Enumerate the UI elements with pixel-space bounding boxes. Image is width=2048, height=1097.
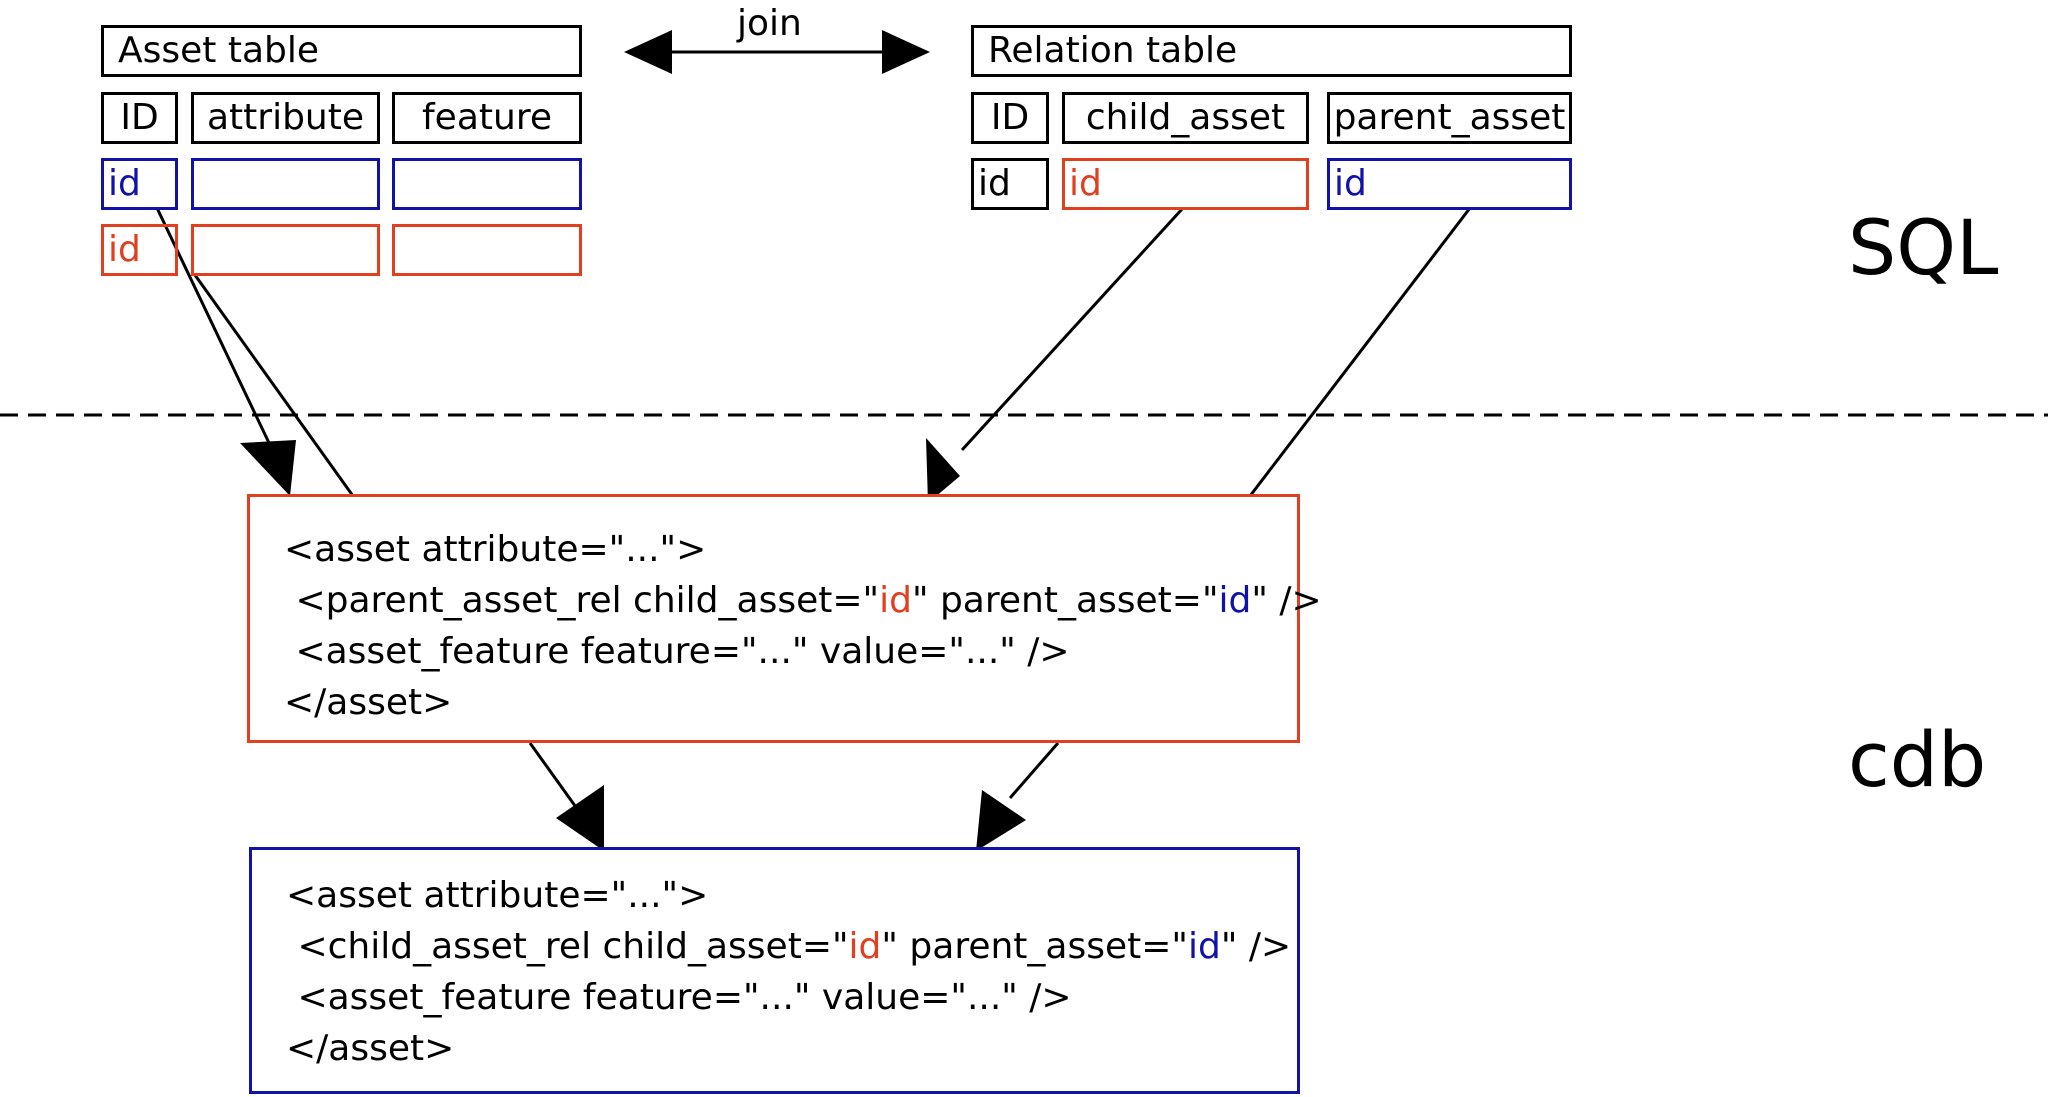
xml-child-line2-a: <child_asset_rel child_asset=" [286, 926, 849, 967]
asset-col-id: ID [101, 92, 178, 144]
relation-row-id: id [971, 158, 1049, 210]
arrowhead-asset-id-blue [240, 440, 296, 496]
xml-child-line2: <child_asset_rel child_asset="id" parent… [286, 929, 1291, 965]
xml-child-child-id: id [848, 926, 882, 967]
asset-row1-attribute [191, 158, 380, 210]
relation-col-child-asset: child_asset [1062, 92, 1309, 144]
xml-parent-line2-b: " parent_asset=" [911, 580, 1219, 621]
xml-parent-line2-a: <parent_asset_rel child_asset=" [284, 580, 880, 621]
connector-relation-child [960, 206, 1185, 452]
xml-parent-line2: <parent_asset_rel child_asset="id" paren… [284, 580, 1322, 621]
relation-table-title: Relation table [971, 25, 1572, 77]
xml-child-parent-id: id [1187, 926, 1221, 967]
connector-relation-parent [1248, 207, 1472, 497]
relation-col-id: ID [971, 92, 1049, 144]
relation-col-parent-asset: parent_asset [1327, 92, 1572, 144]
xml-child-line1: <asset attribute="..."> [286, 875, 709, 916]
xml-child-line2-b: " parent_asset=" [881, 926, 1188, 967]
asset-row1-feature [392, 158, 582, 210]
xml-child-line2-c: " /> [1220, 926, 1292, 967]
relation-row-parent-id: id [1327, 158, 1572, 210]
arrowhead-parent-to-child-left [556, 785, 604, 851]
connector-asset-attribute-red [193, 274, 355, 497]
asset-row2-attribute [191, 224, 380, 276]
section-label-cdb: cdb [1848, 715, 1987, 804]
asset-row2-id: id [101, 224, 178, 276]
xml-parent-parent-id: id [1218, 580, 1252, 621]
xml-parent-line2-c: " /> [1251, 580, 1322, 621]
asset-col-attribute: attribute [191, 92, 380, 144]
asset-col-feature: feature [392, 92, 582, 144]
join-arrowhead-left [624, 30, 672, 74]
xml-parent-line1: <asset attribute="..."> [284, 529, 707, 570]
asset-row1-id: id [101, 158, 178, 210]
section-label-sql: SQL [1848, 203, 1999, 292]
xml-child-box: <asset attribute="..."> <child_asset_rel… [249, 847, 1300, 1094]
xml-parent-line3: <asset_feature feature="..." value="..."… [284, 631, 1070, 672]
asset-table-title: Asset table [101, 25, 582, 77]
join-label: join [737, 3, 802, 44]
connector-parent-to-child-right [1008, 742, 1060, 799]
xml-child-line4: </asset> [286, 1028, 455, 1069]
asset-row2-feature [392, 224, 582, 276]
arrowhead-parent-to-child-right [976, 790, 1026, 851]
xml-parent-child-id: id [879, 580, 912, 621]
xml-child-line3: <asset_feature feature="..." value="..."… [286, 977, 1072, 1018]
relation-row-child-id: id [1062, 158, 1309, 210]
xml-parent-line4: </asset> [284, 682, 453, 723]
connector-parent-to-child-left [528, 742, 580, 811]
xml-parent-box: <asset attribute="..."> <parent_asset_re… [247, 494, 1322, 743]
arrowhead-relation-child [926, 438, 960, 503]
join-arrowhead-right [882, 30, 930, 74]
